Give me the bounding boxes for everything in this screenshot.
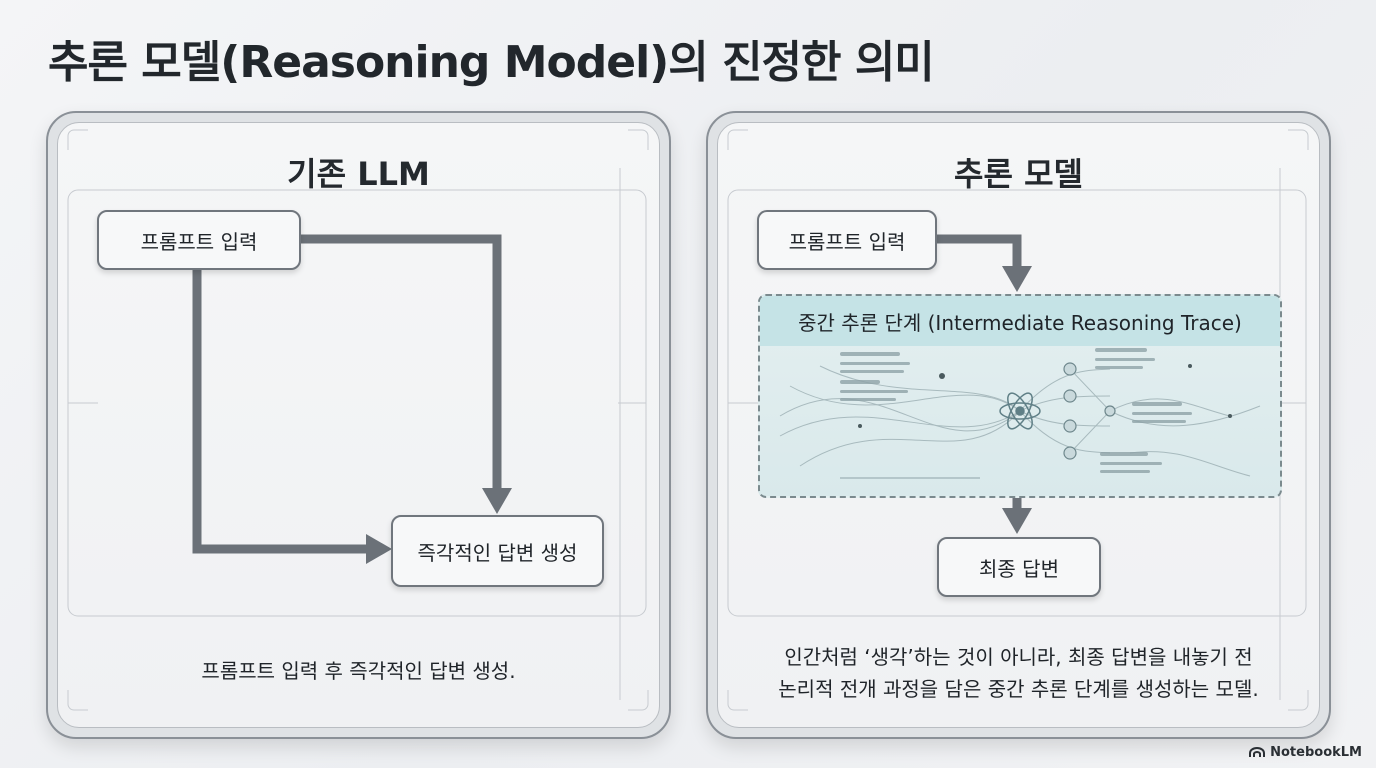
logo-text: NotebookLM <box>1270 745 1362 760</box>
atom-icon <box>999 392 1041 430</box>
legacy-bottom-arrowhead <box>366 534 392 564</box>
intermediate-reasoning-trace: 중간 추론 단계 (Intermediate Reasoning Trace) <box>758 294 1282 498</box>
legacy-instant-answer-box: 즉각적인 답변 생성 <box>391 515 604 587</box>
reasoning-model-heading: 추론 모델 <box>954 155 1083 193</box>
legacy-bottom-arrow-line <box>192 266 370 554</box>
trace-header: 중간 추론 단계 (Intermediate Reasoning Trace) <box>760 296 1280 346</box>
reasoning-top-arrow-line <box>934 234 1022 270</box>
reasoning-final-answer-box: 최종 답변 <box>937 537 1101 597</box>
legacy-top-arrowhead <box>482 488 512 514</box>
legacy-llm-caption: 프롬프트 입력 후 즉각적인 답변 생성. <box>201 659 516 683</box>
legacy-prompt-input-box: 프롬프트 입력 <box>97 210 301 270</box>
page-title: 추론 모델(Reasoning Model)의 진정한 의미 <box>48 37 935 88</box>
reasoning-model-caption-line2: 논리적 전개 과정을 담은 중간 추론 단계를 생성하는 모델. <box>778 677 1259 701</box>
legacy-llm-arrows <box>192 234 512 564</box>
guide-lines <box>67 129 1309 711</box>
reasoning-bottom-arrowhead <box>1002 508 1032 534</box>
notebooklm-logo: NotebookLM <box>1249 745 1362 760</box>
legacy-top-arrow-line <box>298 234 502 492</box>
reasoning-prompt-input-box: 프롬프트 입력 <box>757 210 937 270</box>
reasoning-model-caption-line1: 인간처럼 ‘생각’하는 것이 아니라, 최종 답변을 내놓기 전 <box>784 645 1253 669</box>
legacy-llm-heading: 기존 LLM <box>287 155 430 193</box>
reasoning-top-arrowhead <box>1002 266 1032 292</box>
notebooklm-logo-icon <box>1249 747 1266 757</box>
reasoning-network-illustration <box>779 348 1261 479</box>
legacy-llm-panel-inner: 기존 LLM 프롬프트 입력 후 즉각적인 답변 생성. <box>57 122 660 728</box>
